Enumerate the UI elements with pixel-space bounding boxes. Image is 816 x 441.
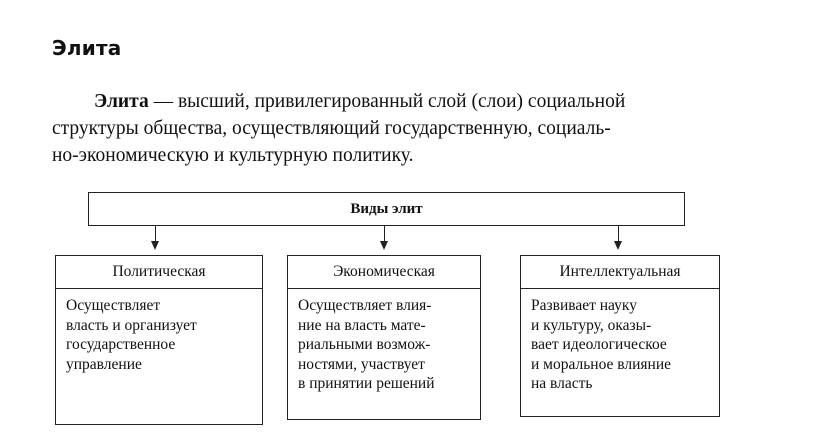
card-body-line: ностями, участвует bbox=[298, 355, 425, 373]
card-body-line: и культуру, оказы- bbox=[531, 316, 652, 334]
card-title: Политическая bbox=[56, 256, 262, 289]
card-title: Экономическая bbox=[288, 256, 480, 289]
arrow-down-icon bbox=[614, 226, 622, 250]
section-heading: Элита bbox=[52, 36, 122, 60]
elite-types-header-box: Виды элит bbox=[88, 192, 685, 226]
definition-line-1: Элита — высший, привилегированный слой (… bbox=[52, 88, 742, 115]
definition-paragraph: Элита — высший, привилегированный слой (… bbox=[52, 88, 742, 169]
card-body-line: на власть bbox=[531, 375, 593, 392]
card-body-line: риальными возмож- bbox=[298, 336, 431, 353]
card-body-line: власть и организует bbox=[66, 316, 197, 334]
card-body-line: управление bbox=[66, 355, 142, 373]
elite-types-header-label: Виды элит bbox=[350, 200, 423, 217]
card-intellectual-elite: Интеллектуальная Развивает науку и культ… bbox=[520, 255, 720, 417]
card-political-elite: Политическая Осуществляет власть и орган… bbox=[55, 255, 263, 425]
card-body-line: Осуществляет bbox=[66, 297, 161, 314]
card-body-line: ние на власть мате- bbox=[298, 316, 426, 334]
card-body-line: государственное bbox=[66, 336, 176, 353]
card-body-line: Развивает науку bbox=[531, 297, 637, 314]
card-economic-elite: Экономическая Осуществляет влия- ние на … bbox=[287, 255, 481, 420]
definition-line-1-text: — высший, привилегированный слой (слои) … bbox=[148, 91, 626, 112]
arrow-down-icon bbox=[151, 226, 159, 250]
definition-line-3: но-экономическую и культурную политику. bbox=[52, 145, 414, 166]
card-body: Развивает науку и культуру, оказы- вает … bbox=[521, 289, 719, 394]
card-title: Интеллектуальная bbox=[521, 256, 719, 289]
card-body: Осуществляет власть и организует государ… bbox=[56, 289, 262, 374]
card-body-line: вает идеологическое bbox=[531, 336, 667, 353]
card-body-line: в принятии решений bbox=[298, 375, 435, 392]
definition-term: Элита bbox=[94, 91, 149, 112]
definition-line-2: структуры общества, осуществляющий госуд… bbox=[52, 118, 611, 139]
arrow-down-icon bbox=[380, 226, 388, 250]
card-body-line: Осуществляет влия- bbox=[298, 297, 432, 314]
card-body-line: и моральное влияние bbox=[531, 355, 672, 373]
card-body: Осуществляет влия- ние на власть мате- р… bbox=[288, 289, 480, 394]
